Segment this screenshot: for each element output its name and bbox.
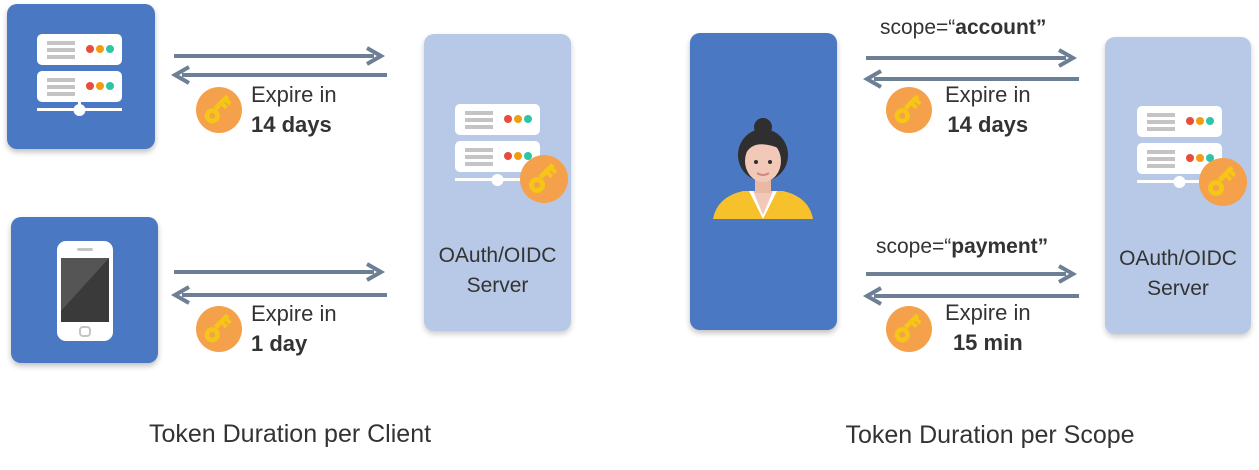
expire-value: 14 days [947,112,1029,137]
scope-suffix: ” [1035,16,1047,39]
right-caption: Token Duration per Scope [845,421,1135,449]
key-icon [196,306,242,352]
key-icon [520,155,568,203]
response-arrow [170,285,387,305]
user-box [690,33,837,330]
server-client-box [7,4,155,149]
server-icon [1137,106,1222,188]
server-label-line2: Server [466,274,529,297]
request-arrow [174,262,386,282]
server-icon [455,104,540,186]
oauth-server-box-left: OAuth/OIDC Server [424,34,571,331]
oauth-server-box-right: OAuth/OIDC Server [1105,37,1251,334]
phone-icon [57,241,113,341]
user-avatar-icon [713,118,813,219]
server-label: OAuth/OIDC Server [424,241,571,301]
scope-prefix: scope=“ [876,235,952,258]
server-label: OAuth/OIDC Server [1105,244,1251,304]
request-arrow [174,46,386,66]
request-arrow [866,264,1078,284]
left-caption: Token Duration per Client [148,420,432,448]
key-icon [196,87,242,133]
response-arrow [862,286,1079,306]
server-icon [37,34,122,116]
expire-value: 15 min [952,330,1023,355]
scope-value: account [955,16,1036,39]
server-label-line1: OAuth/OIDC [438,244,557,267]
mobile-client-box [11,217,158,363]
key-icon [1199,158,1247,206]
response-arrow [170,65,387,85]
expire-text: Expire in [251,301,337,326]
expire-value: 14 days [251,112,332,137]
server-label-line2: Server [1147,277,1209,300]
expire-label: Expire in 14 days [945,80,1031,140]
expire-text: Expire in [251,82,337,107]
scope-value: payment [951,235,1038,258]
expire-text: Expire in [945,82,1031,107]
key-icon [886,87,932,133]
scope-label: scope=“account” [880,16,1046,40]
expire-label: Expire in 1 day [251,299,337,359]
expire-label: Expire in 14 days [251,80,337,140]
server-label-line1: OAuth/OIDC [1119,247,1237,270]
scope-suffix: ” [1037,235,1049,258]
response-arrow [862,69,1079,89]
expire-value: 1 day [251,331,308,356]
expire-label: Expire in 15 min [945,298,1031,358]
scope-label: scope=“payment” [876,235,1048,259]
key-icon [886,306,932,352]
scope-prefix: scope=“ [880,16,956,39]
expire-text: Expire in [945,300,1031,325]
request-arrow [866,48,1078,68]
